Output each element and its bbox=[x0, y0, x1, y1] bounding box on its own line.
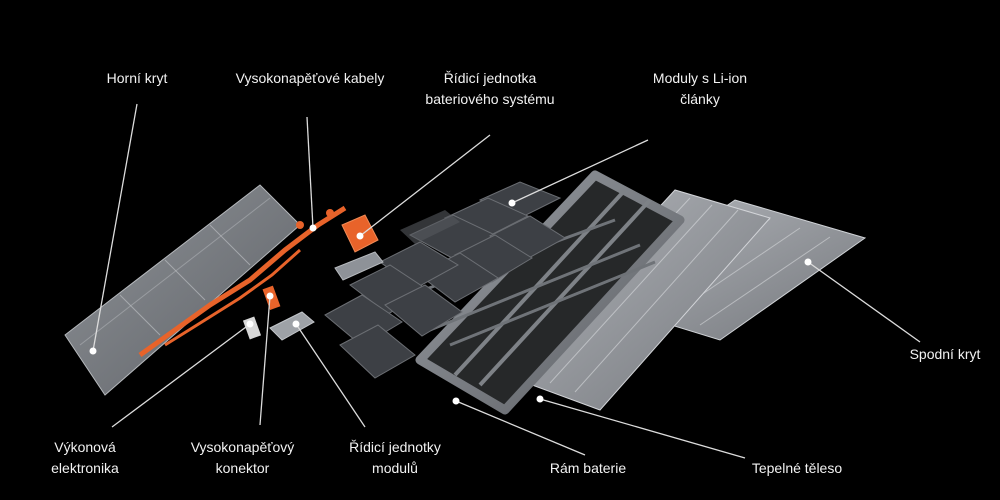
label-module-ctrl-line1: Řídicí jednotky bbox=[349, 439, 441, 455]
label-heat-sink: Tepelné těleso bbox=[732, 458, 862, 479]
label-hv-connector: Vysokonapěťový konektor bbox=[180, 437, 305, 479]
bms-unit-part bbox=[334, 214, 384, 281]
leader-dots bbox=[89, 199, 812, 405]
label-heat-sink-text: Tepelné těleso bbox=[751, 460, 843, 476]
label-modules-line1: Moduly s Li-ion bbox=[652, 70, 748, 86]
label-power-electronics: Výkonová elektronika bbox=[35, 437, 135, 479]
label-modules-line2: články bbox=[680, 91, 720, 107]
leader-module-control bbox=[295, 323, 366, 428]
label-hv-cables-text: Vysokonapěťové kabely bbox=[235, 70, 385, 86]
leader-hv-connector bbox=[259, 295, 271, 426]
label-bms-line2: bateriového systému bbox=[425, 91, 555, 107]
label-module-ctrl-line2: modulů bbox=[372, 460, 418, 476]
leader-bottom-cover bbox=[807, 261, 921, 343]
label-power-line1: Výkonová bbox=[54, 439, 116, 455]
label-bms-line1: Řídicí jednotka bbox=[443, 70, 537, 86]
leader-top-cover bbox=[92, 103, 138, 352]
leader-hv-cables bbox=[306, 116, 314, 229]
label-frame: Rám baterie bbox=[528, 458, 648, 479]
label-top-cover-text: Horní kryt bbox=[106, 70, 168, 86]
label-modules: Moduly s Li-ion články bbox=[630, 68, 770, 110]
module-control-units-part bbox=[269, 311, 315, 341]
label-power-line2: elektronika bbox=[51, 460, 119, 476]
leader-frame bbox=[455, 400, 586, 456]
leader-bms bbox=[359, 134, 491, 237]
leader-heat-sink bbox=[539, 398, 746, 459]
label-bms: Řídicí jednotka bateriového systému bbox=[405, 68, 575, 110]
label-top-cover: Horní kryt bbox=[82, 68, 192, 89]
leader-power-electronics bbox=[111, 323, 251, 428]
high-voltage-cables-part bbox=[138, 205, 347, 358]
label-module-control: Řídicí jednotky modulů bbox=[330, 437, 460, 479]
leader-lines bbox=[92, 103, 921, 459]
label-frame-text: Rám baterie bbox=[549, 460, 627, 476]
label-hv-conn-line1: Vysokonapěťový bbox=[190, 439, 295, 455]
label-bottom-cover-text: Spodní kryt bbox=[909, 346, 981, 362]
label-hv-cables: Vysokonapěťové kabely bbox=[215, 68, 405, 89]
label-bottom-cover: Spodní kryt bbox=[895, 344, 995, 365]
label-hv-conn-line2: konektor bbox=[215, 460, 270, 476]
leader-modules bbox=[511, 139, 649, 204]
